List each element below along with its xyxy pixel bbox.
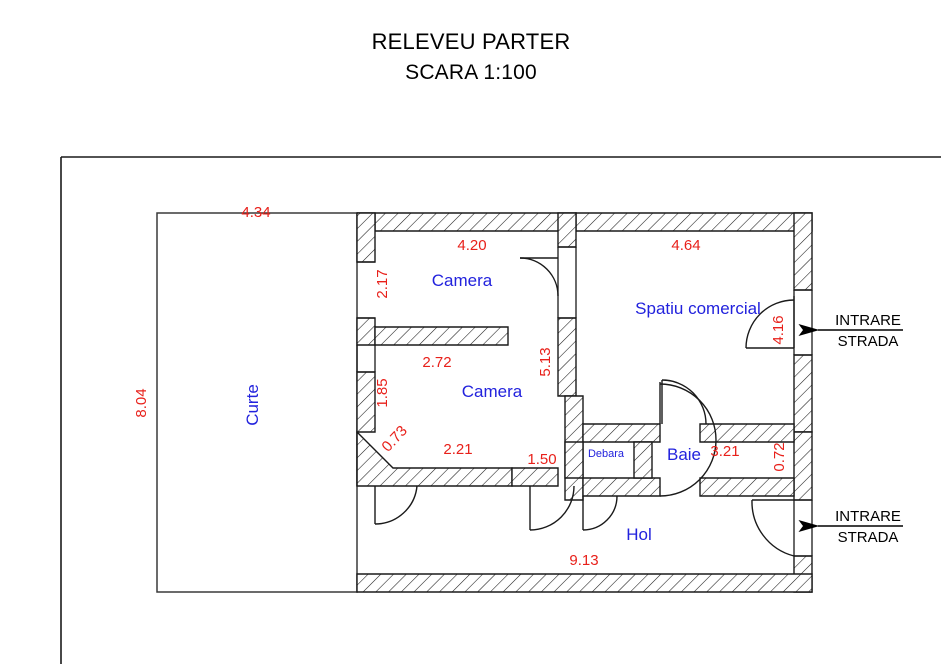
drawing-title: RELEVEU PARTER SCARA 1:100 — [0, 26, 942, 88]
entrance-upper: INTRARE STRADA — [798, 312, 903, 350]
dimension-curte-lung: 8.04 — [133, 388, 150, 417]
room-label-camera-sud: Camera — [462, 382, 523, 401]
room-label-spatiu-comercial: Spatiu comercial — [635, 299, 761, 318]
room-labels: Curte Camera Camera Spatiu comercial Deb… — [243, 271, 761, 544]
dimension-baie-lat: 3.21 — [710, 443, 739, 460]
entrance-upper-line-2: STRADA — [838, 333, 899, 350]
dimension-labels: 4.34 8.04 4.20 2.17 2.72 1.85 0.73 2.21 … — [133, 204, 788, 569]
dimension-camera-sud-lat: 2.72 — [422, 354, 451, 371]
dimension-fatada-sud: 9.13 — [569, 552, 598, 569]
entrance-lower-line-1: INTRARE — [835, 508, 901, 525]
entrance-lower-line-2: STRADA — [838, 529, 899, 546]
dimension-camera-nord-lat: 4.20 — [457, 237, 486, 254]
title-line-1: RELEVEU PARTER — [371, 29, 571, 54]
entrance-annotations: INTRARE STRADA INTRARE STRADA — [798, 312, 903, 546]
room-label-debara: Debara — [588, 448, 625, 460]
dimension-baie-adanc: 0.72 — [771, 442, 788, 471]
dimension-curte-lat: 4.34 — [241, 204, 270, 221]
entrance-lower: INTRARE STRADA — [798, 508, 903, 546]
dimension-colt-diagonal: 0.73 — [379, 422, 411, 455]
dimension-prag-hol: 1.50 — [527, 451, 556, 468]
door-symbols — [374, 257, 795, 557]
room-label-camera-nord: Camera — [432, 271, 493, 290]
room-label-curte: Curte — [243, 384, 262, 426]
sheet-frame — [60, 156, 941, 664]
dimension-camera-sud-st: 1.85 — [374, 378, 391, 407]
dimension-perete-mijloc: 5.13 — [537, 347, 554, 376]
dimension-spatiu-lat: 4.64 — [671, 237, 700, 254]
dimension-camera-nord-adanc: 2.17 — [374, 269, 391, 298]
title-line-2: SCARA 1:100 — [405, 61, 537, 84]
room-label-hol: Hol — [626, 525, 652, 544]
dimension-spatiu-usa: 4.16 — [770, 315, 787, 344]
dimension-camera-sud-jos: 2.21 — [443, 441, 472, 458]
entrance-upper-line-1: INTRARE — [835, 312, 901, 329]
wall-edge-lines — [356, 246, 813, 557]
room-label-baie: Baie — [667, 445, 701, 464]
building-walls — [356, 212, 813, 593]
